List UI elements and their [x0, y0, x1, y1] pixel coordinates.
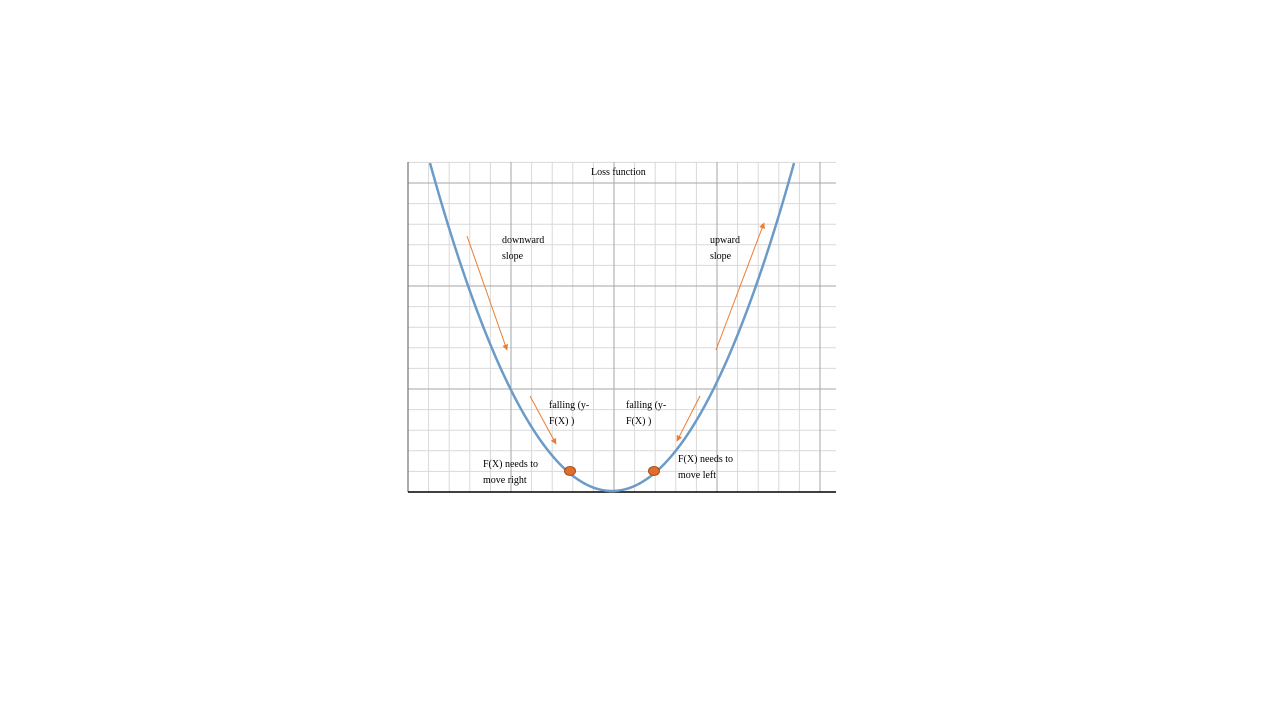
move-right-label: F(X) needs to move right: [483, 459, 538, 486]
falling-right-arrow: [676, 395, 701, 442]
falling-left-label: falling (y- F(X) ): [549, 400, 590, 427]
upward-slope-label: upward slope: [710, 235, 740, 262]
falling-left-arrow: [529, 395, 557, 445]
chart-title: Loss function: [591, 167, 646, 178]
move-left-label: F(X) needs to move left: [678, 454, 733, 481]
downward-slope-arrow: [466, 235, 509, 351]
downward-slope-label: downward slope: [502, 235, 545, 262]
upward-slope-arrow: [715, 222, 765, 351]
minor-gridlines: [408, 161, 836, 492]
point-move-left: [648, 466, 660, 476]
falling-right-label: falling (y- F(X) ): [626, 400, 667, 427]
loss-curve: [428, 162, 796, 493]
point-move-right: [564, 466, 576, 476]
